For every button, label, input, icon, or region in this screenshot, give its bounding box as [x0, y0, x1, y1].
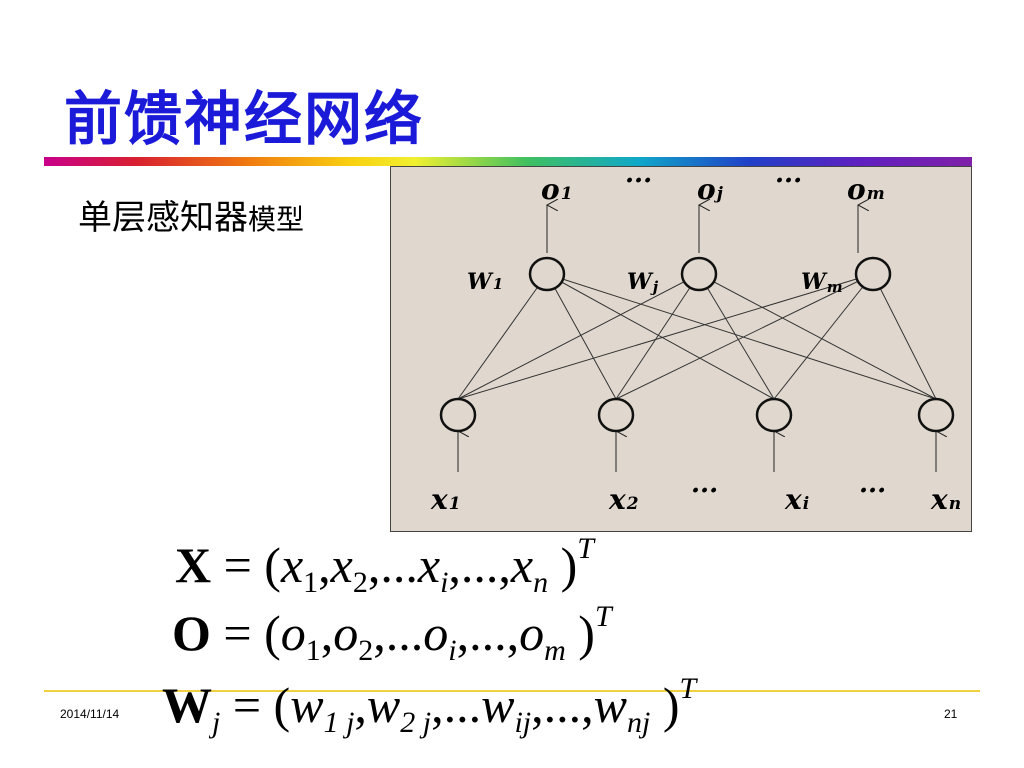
output-neuron-1 — [528, 256, 566, 292]
eq-x-equals: = ( — [211, 537, 281, 593]
conn-line — [546, 273, 937, 400]
eq-o-sub: m — [544, 634, 566, 667]
eq-o-sep: ,... — [373, 605, 424, 661]
eq-x-sep: ,..., — [448, 537, 511, 593]
slide-subtitle: 单层感知器模型 — [78, 190, 304, 239]
equation-w: Wj = (w1 j,w2 j,...wij,...,wnj )T — [162, 672, 696, 740]
eq-x-term: x — [510, 537, 534, 593]
eq-w-sep: , — [354, 677, 367, 733]
page-number: 21 — [944, 707, 958, 721]
eq-w-lhs: W — [162, 677, 212, 733]
eq-o-term: o — [333, 605, 359, 661]
eq-o-sub: 1 — [305, 634, 321, 667]
eq-x-lhs: X — [175, 537, 212, 593]
eq-x-sub: 2 — [352, 566, 368, 599]
output-ellipsis-1: ··· — [625, 167, 652, 196]
input-label-1: x1 — [430, 483, 461, 516]
title-divider — [44, 157, 972, 166]
eq-x-sub: i — [440, 566, 449, 599]
output-neuron-m — [854, 256, 892, 292]
eq-x-sup: T — [577, 532, 594, 565]
conn-line — [698, 273, 775, 400]
eq-w-sub: 2 j — [400, 706, 432, 739]
eq-x-sub: n — [533, 566, 549, 599]
eq-o-sep: , — [320, 605, 334, 661]
input-neuron-n — [917, 397, 955, 433]
input-neuron-1 — [439, 397, 477, 433]
input-neuron-i — [755, 397, 793, 433]
network-svg: o1 ··· oj ··· om W1 Wj Wm x1 x2 ··· xi ·… — [430, 167, 961, 516]
weight-label-j: Wj — [627, 269, 659, 296]
conn-line — [457, 273, 874, 400]
eq-w-equals: = ( — [220, 677, 291, 733]
eq-w-sep: ,..., — [531, 677, 594, 733]
eq-x-close: ) — [548, 537, 578, 593]
eq-w-sub: ij — [514, 706, 532, 739]
equation-x: X = (x1,x2,...xi,...,xn )T — [175, 532, 594, 600]
eq-w-lhs-sub: j — [212, 706, 221, 739]
output-label-j: oj — [697, 173, 724, 206]
eq-x-term: x — [280, 537, 304, 593]
eq-o-sep: ,..., — [456, 605, 520, 661]
eq-w-sep: ,... — [431, 677, 482, 733]
conn-line — [615, 273, 874, 400]
eq-x-sub: 1 — [303, 566, 319, 599]
eq-w-close: ) — [650, 677, 680, 733]
eq-w-term: w — [366, 677, 401, 733]
eq-w-term: w — [481, 677, 515, 733]
input-ellipsis-1: ··· — [691, 476, 718, 506]
eq-x-sep: ,... — [367, 537, 418, 593]
subtitle-main: 单层感知器 — [78, 198, 248, 238]
eq-w-sub: 1 j — [323, 706, 355, 739]
perceptron-diagram: o1 ··· oj ··· om W1 Wj Wm x1 x2 ··· xi ·… — [390, 166, 972, 532]
output-label-m: om — [847, 173, 885, 206]
output-ellipsis-2: ··· — [775, 167, 802, 196]
eq-o-close: ) — [565, 605, 595, 661]
input-neuron-2 — [597, 397, 635, 433]
weight-label-m: Wm — [801, 269, 843, 296]
input-label-2: x2 — [608, 483, 639, 516]
conn-line — [615, 273, 700, 400]
conn-line — [546, 273, 617, 400]
eq-o-equals: = ( — [210, 605, 281, 661]
conn-line — [872, 273, 937, 400]
input-ellipsis-2: ··· — [859, 476, 886, 506]
slide-date: 2014/11/14 — [60, 707, 120, 721]
output-label-1: o1 — [541, 173, 573, 206]
equation-o: O = (o1,o2,...oi,...,om )T — [172, 600, 612, 668]
eq-w-sub: nj — [627, 706, 651, 739]
conn-line — [457, 273, 548, 400]
eq-o-sup: T — [594, 600, 612, 633]
eq-o-term: o — [519, 605, 545, 661]
eq-o-term: o — [423, 605, 449, 661]
eq-o-sub: i — [448, 634, 457, 667]
subtitle-small: 模型 — [248, 203, 305, 236]
conn-line — [773, 273, 874, 400]
eq-w-term: w — [290, 677, 324, 733]
footer-divider — [44, 690, 980, 692]
weight-label-1: W1 — [467, 269, 503, 295]
conn-line — [457, 273, 700, 400]
eq-x-term: x — [330, 537, 353, 593]
eq-o-lhs: O — [172, 605, 211, 661]
eq-o-sub: 2 — [358, 634, 374, 667]
eq-o-term: o — [280, 605, 306, 661]
eq-x-sep: , — [318, 537, 331, 593]
output-neuron-j — [680, 256, 718, 292]
conn-line — [698, 273, 937, 400]
conn-line — [546, 273, 775, 400]
input-label-n: xn — [930, 483, 961, 516]
connections — [457, 273, 937, 400]
slide-title: 前馈神经网络 — [64, 85, 425, 153]
input-label-i: xi — [784, 483, 809, 516]
eq-w-term: w — [593, 677, 627, 733]
eq-w-sup: T — [679, 672, 697, 705]
eq-x-term: x — [417, 537, 441, 593]
